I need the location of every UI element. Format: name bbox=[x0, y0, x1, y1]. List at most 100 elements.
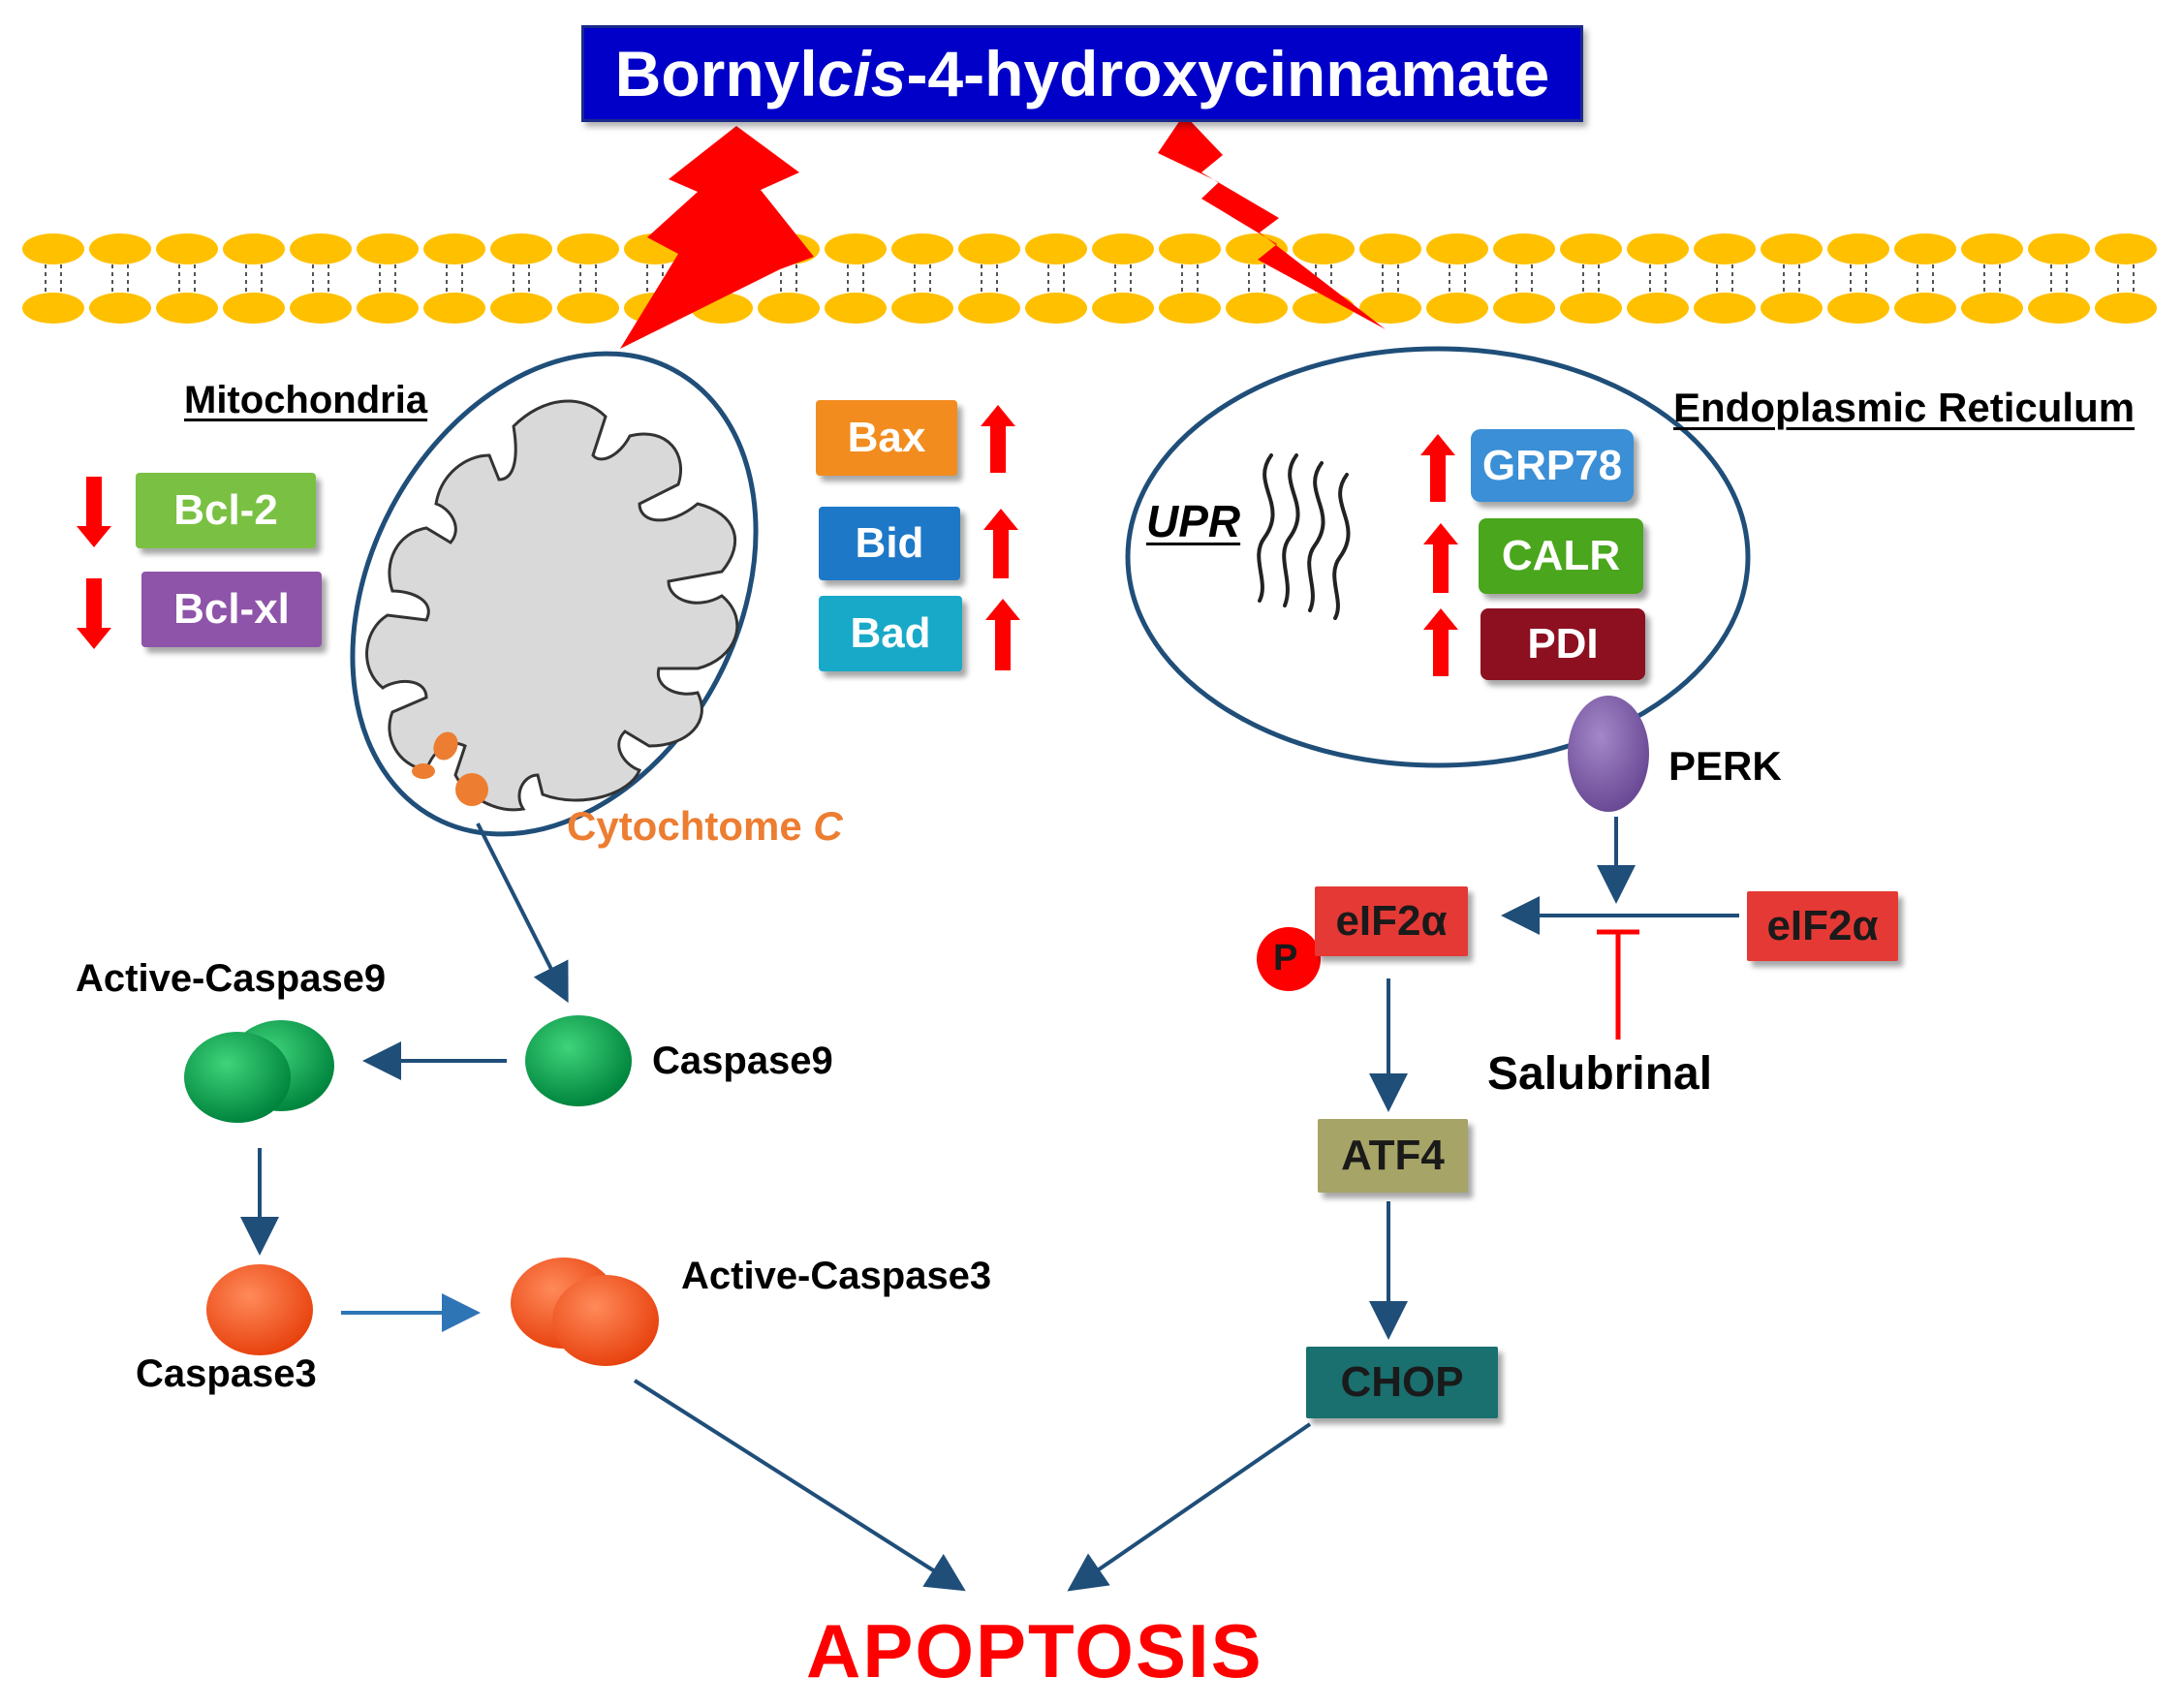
lipid-head-top bbox=[1092, 233, 1154, 264]
lipid-head-bottom bbox=[1894, 293, 1956, 324]
lipid-head-bottom bbox=[2028, 293, 2090, 324]
lipid-head-top bbox=[557, 233, 619, 264]
bid-box: Bid bbox=[819, 507, 960, 580]
title-pre: Bornyl bbox=[614, 38, 818, 109]
down-arrow-icon bbox=[77, 578, 111, 649]
lipid-head-top bbox=[958, 233, 1020, 264]
up-arrow-icon bbox=[1420, 434, 1455, 502]
perk-receptor-icon bbox=[1568, 696, 1649, 812]
title-italic: cis bbox=[817, 38, 907, 109]
lipid-head-bottom bbox=[758, 293, 820, 324]
lipid-head-bottom bbox=[958, 293, 1020, 324]
lipid-head-top bbox=[223, 233, 285, 264]
caspase3-sphere bbox=[206, 1264, 313, 1355]
lightning-bolt-right-icon bbox=[1158, 114, 1386, 329]
active-caspase9-label: Active-Caspase9 bbox=[76, 957, 387, 1000]
caspase9-label: Caspase9 bbox=[652, 1040, 833, 1082]
lipid-head-top bbox=[1761, 233, 1823, 264]
active-caspase3-label: Active-Caspase3 bbox=[681, 1255, 992, 1297]
salubrinal-label: Salubrinal bbox=[1487, 1048, 1713, 1100]
phospho-label: P bbox=[1273, 938, 1298, 978]
lipid-head-top bbox=[2028, 233, 2090, 264]
lipid-head-top bbox=[22, 233, 84, 264]
lipid-head-top bbox=[1694, 233, 1756, 264]
upr-squiggles-icon bbox=[1257, 453, 1351, 620]
up-arrow-icon bbox=[983, 509, 1018, 578]
bcl2-box: Bcl-2 bbox=[136, 473, 316, 548]
compound-title: Bornyl cis-4-hydroxycinnamate bbox=[581, 25, 1583, 122]
lipid-head-top bbox=[1627, 233, 1689, 264]
lipid-head-top bbox=[1961, 233, 2023, 264]
lipid-head-bottom bbox=[1961, 293, 2023, 324]
lipid-head-bottom bbox=[1092, 293, 1154, 324]
lipid-head-bottom bbox=[290, 293, 352, 324]
er-label: Endoplasmic Reticulum bbox=[1673, 385, 2135, 430]
lipid-head-bottom bbox=[22, 293, 84, 324]
up-arrow-icon bbox=[985, 599, 1020, 670]
lipid-head-bottom bbox=[1694, 293, 1756, 324]
salubrinal-inhibition bbox=[1597, 929, 1639, 1040]
lipid-head-bottom bbox=[1025, 293, 1087, 324]
lipid-head-bottom bbox=[423, 293, 485, 324]
lipid-head-bottom bbox=[1159, 293, 1221, 324]
lipid-head-top bbox=[89, 233, 151, 264]
arrow-mito-to-caspase9 bbox=[476, 823, 569, 1004]
lipid-head-top bbox=[1293, 233, 1355, 264]
bad-box: Bad bbox=[819, 596, 962, 671]
lipid-head-bottom bbox=[156, 293, 218, 324]
lipid-head-top bbox=[891, 233, 953, 264]
lipid-head-bottom bbox=[1293, 293, 1355, 324]
lipid-head-top bbox=[156, 233, 218, 264]
phospho-circle bbox=[1257, 927, 1321, 991]
lipid-head-bottom bbox=[223, 293, 285, 324]
active-caspase3-sphere bbox=[552, 1275, 659, 1366]
lipid-head-top bbox=[290, 233, 352, 264]
bclxl-box: Bcl-xl bbox=[141, 572, 322, 647]
lipid-head-bottom bbox=[891, 293, 953, 324]
lipid-head-top bbox=[825, 233, 887, 264]
lipid-head-top bbox=[1560, 233, 1622, 264]
lipid-head-bottom bbox=[490, 293, 552, 324]
eif2a-box: eIF2α bbox=[1747, 891, 1898, 961]
lipid-head-top bbox=[1426, 233, 1488, 264]
apoptosis-label: APOPTOSIS bbox=[806, 1608, 1263, 1693]
arrow-active3-to-apoptosis bbox=[633, 1379, 966, 1592]
lipid-head-top bbox=[1025, 233, 1087, 264]
phospho-eif2a-box: eIF2α bbox=[1315, 886, 1468, 956]
lipid-head-top bbox=[423, 233, 485, 264]
pdi-box: PDI bbox=[1481, 608, 1645, 680]
lipid-head-top bbox=[490, 233, 552, 264]
lipid-head-top bbox=[1827, 233, 1889, 264]
bax-box: Bax bbox=[816, 400, 957, 476]
mitochondrion-cristae bbox=[365, 399, 739, 812]
cytochrome-c-dot bbox=[455, 773, 488, 806]
chop-box: CHOP bbox=[1306, 1347, 1498, 1418]
lipid-head-bottom bbox=[1627, 293, 1689, 324]
lipid-head-bottom bbox=[89, 293, 151, 324]
cytochrome-c-dot bbox=[433, 731, 458, 761]
lipid-head-bottom bbox=[1761, 293, 1823, 324]
cytochrome-c-label: Cytochtome C bbox=[567, 803, 843, 849]
lipid-head-bottom bbox=[1493, 293, 1555, 324]
lipid-head-top bbox=[1159, 233, 1221, 264]
upr-label: UPR bbox=[1146, 496, 1241, 546]
lipid-head-top bbox=[2095, 233, 2157, 264]
lipid-head-bottom bbox=[1827, 293, 1889, 324]
lipid-head-bottom bbox=[1226, 293, 1288, 324]
up-arrow-icon bbox=[1423, 523, 1458, 593]
caspase9-sphere bbox=[525, 1015, 632, 1106]
lipid-head-bottom bbox=[557, 293, 619, 324]
lipid-head-bottom bbox=[1426, 293, 1488, 324]
lipid-head-top bbox=[357, 233, 419, 264]
cytochrome-c-dot bbox=[412, 763, 435, 779]
up-arrow-icon bbox=[1423, 608, 1458, 676]
calr-box: CALR bbox=[1479, 518, 1643, 594]
caspase3-label: Caspase3 bbox=[136, 1352, 317, 1395]
lipid-head-top bbox=[1359, 233, 1421, 264]
lipid-head-bottom bbox=[357, 293, 419, 324]
perk-label: PERK bbox=[1668, 743, 1782, 789]
lipid-head-top bbox=[1493, 233, 1555, 264]
active-caspase9-sphere bbox=[184, 1032, 291, 1123]
arrow-chop-to-apoptosis bbox=[1067, 1422, 1312, 1592]
